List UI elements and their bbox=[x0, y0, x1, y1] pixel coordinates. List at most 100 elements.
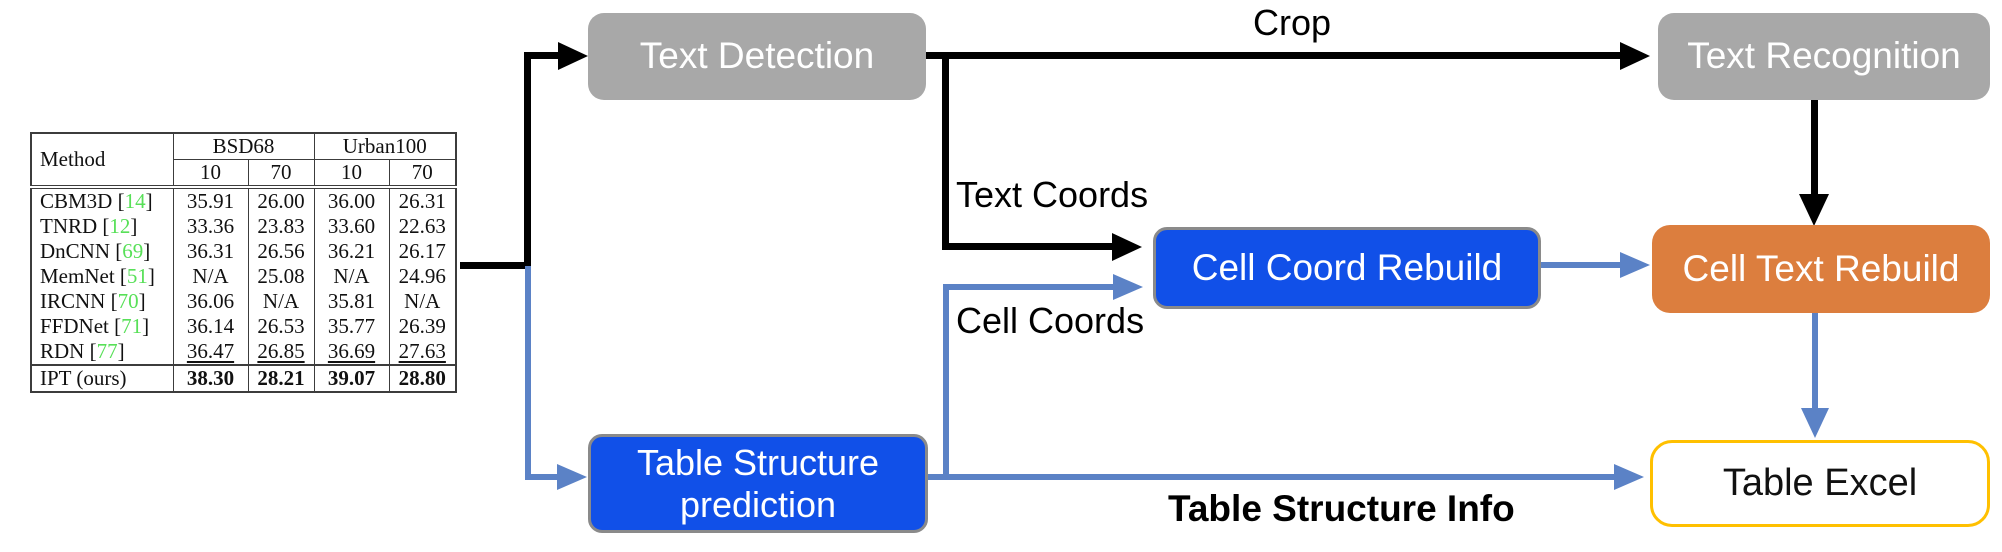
col-header-noise: 10 bbox=[172, 159, 249, 189]
coord-to-text-rebuild-line bbox=[1540, 262, 1622, 268]
text-detection-label: Text Detection bbox=[639, 35, 875, 77]
citation-ref: 51 bbox=[126, 264, 148, 288]
value-cell: 38.30 bbox=[172, 364, 249, 392]
table-excel-label: Table Excel bbox=[1722, 461, 1918, 504]
method-cell: TNRD [12] bbox=[30, 214, 174, 239]
cell-coords-vertical-line bbox=[943, 287, 949, 480]
cell-coords-arrowhead-icon bbox=[1113, 274, 1143, 300]
recognition-to-rebuild-line bbox=[1811, 98, 1818, 196]
value-cell: 23.83 bbox=[247, 214, 315, 239]
col-header-noise: 10 bbox=[313, 159, 390, 189]
value-cell: 26.53 bbox=[247, 314, 315, 339]
method-cell: IRCNN [70] bbox=[30, 289, 174, 314]
value-cell: 36.06 bbox=[172, 289, 249, 314]
text-detection-arrowhead-icon bbox=[558, 42, 588, 70]
text-coords-arrowhead-icon bbox=[1112, 233, 1142, 261]
col-header-group: Urban100 bbox=[313, 133, 457, 160]
table-structure-info-label: Table Structure Info bbox=[1168, 488, 1515, 529]
text-coords-vertical-line bbox=[942, 52, 949, 250]
citation-ref: 77 bbox=[96, 339, 118, 363]
value-cell: 26.56 bbox=[247, 239, 315, 264]
value-cell: 26.17 bbox=[388, 239, 457, 264]
value-cell: 39.07 bbox=[313, 364, 390, 392]
value-cell: 36.31 bbox=[172, 239, 249, 264]
crop-label: Crop bbox=[1253, 2, 1332, 43]
citation-ref: 71 bbox=[121, 314, 143, 338]
value-cell: 33.36 bbox=[172, 214, 249, 239]
value-cell: 35.91 bbox=[172, 187, 249, 214]
cell-text-rebuild-label: Cell Text Rebuild bbox=[1682, 247, 1960, 289]
cell-coord-rebuild-label: Cell Coord Rebuild bbox=[1191, 246, 1503, 288]
method-cell: MemNet [51] bbox=[30, 264, 174, 289]
col-header-noise: 70 bbox=[247, 159, 315, 189]
value-cell: N/A bbox=[388, 289, 457, 314]
structure-prediction-arrow-line bbox=[525, 474, 559, 480]
structure-info-arrowhead-icon bbox=[1614, 464, 1644, 490]
text-detection-box: Text Detection bbox=[588, 13, 926, 100]
value-cell: 36.47 bbox=[172, 339, 249, 365]
text-recognition-label: Text Recognition bbox=[1687, 35, 1961, 77]
recognition-to-rebuild-arrowhead-icon bbox=[1799, 194, 1829, 226]
citation-ref: 12 bbox=[109, 214, 131, 238]
method-cell: CBM3D [14] bbox=[30, 187, 174, 214]
value-cell: 35.77 bbox=[313, 314, 390, 339]
method-cell: RDN [77] bbox=[30, 339, 174, 365]
value-cell: 36.00 bbox=[313, 187, 390, 214]
value-cell: 27.63 bbox=[388, 339, 457, 365]
value-cell: 26.85 bbox=[247, 339, 315, 365]
col-header-method: Method bbox=[30, 133, 174, 189]
cell-text-rebuild-box: Cell Text Rebuild bbox=[1652, 225, 1990, 313]
structure-info-arrow-line bbox=[928, 474, 1616, 480]
text-detection-arrow-line bbox=[524, 52, 560, 59]
rebuild-to-excel-line bbox=[1812, 313, 1818, 410]
method-cell: IPT (ours) bbox=[30, 364, 174, 392]
value-cell: 36.69 bbox=[313, 339, 390, 365]
cell-coords-arrow-line bbox=[943, 284, 1115, 290]
value-cell: 36.14 bbox=[172, 314, 249, 339]
method-cell: FFDNet [71] bbox=[30, 314, 174, 339]
method-cell: DnCNN [69] bbox=[30, 239, 174, 264]
citation-ref: 70 bbox=[117, 289, 139, 313]
crop-arrow-line bbox=[922, 52, 1622, 59]
rebuild-to-excel-arrowhead-icon bbox=[1801, 408, 1829, 438]
branch-down-line bbox=[525, 266, 531, 480]
text-recognition-box: Text Recognition bbox=[1658, 13, 1990, 100]
citation-ref: 14 bbox=[124, 189, 146, 213]
branch-up-line bbox=[524, 52, 531, 269]
text-coords-arrow-line bbox=[942, 243, 1114, 250]
table-output-line bbox=[460, 262, 530, 269]
table-excel-box: Table Excel bbox=[1650, 440, 1990, 527]
value-cell: 25.08 bbox=[247, 264, 315, 289]
value-cell: 22.63 bbox=[388, 214, 457, 239]
table-structure-prediction-box: Table Structure prediction bbox=[588, 434, 928, 533]
cell-coords-label: Cell Coords bbox=[956, 300, 1145, 341]
value-cell: N/A bbox=[313, 264, 390, 289]
value-cell: 26.00 bbox=[247, 187, 315, 214]
value-cell: 33.60 bbox=[313, 214, 390, 239]
value-cell: 26.39 bbox=[388, 314, 457, 339]
col-header-noise: 70 bbox=[388, 159, 457, 189]
coord-to-text-rebuild-arrowhead-icon bbox=[1620, 252, 1650, 278]
table-structure-prediction-label: Table Structure prediction bbox=[636, 442, 880, 525]
value-cell: N/A bbox=[247, 289, 315, 314]
cell-coord-rebuild-box: Cell Coord Rebuild bbox=[1153, 227, 1541, 309]
col-header-group: BSD68 bbox=[172, 133, 315, 160]
value-cell: N/A bbox=[172, 264, 249, 289]
value-cell: 36.21 bbox=[313, 239, 390, 264]
crop-arrowhead-icon bbox=[1620, 42, 1650, 70]
value-cell: 35.81 bbox=[313, 289, 390, 314]
value-cell: 28.21 bbox=[247, 364, 315, 392]
